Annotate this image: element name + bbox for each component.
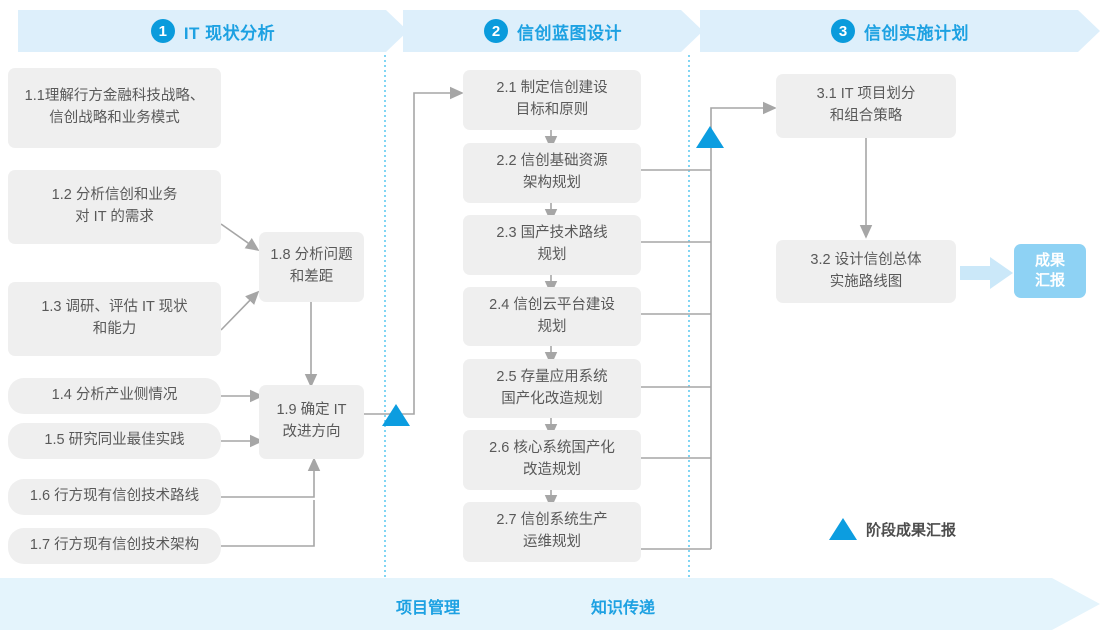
process-box-2-6[interactable]: 2.6 核心系统国产化改造规划: [463, 430, 641, 490]
phase-title: IT 现状分析: [183, 23, 276, 43]
process-box-3-1[interactable]: 3.1 IT 项目划分和组合策略: [776, 74, 956, 138]
wire-1-6-to-1-9: [221, 457, 321, 498]
process-box-1-7[interactable]: 1.7 行方现有信创技术架构: [8, 528, 221, 564]
process-box-1-5[interactable]: 1.5 研究同业最佳实践: [8, 423, 221, 459]
phase-number: 2: [484, 19, 508, 43]
phase-title: 信创蓝图设计: [517, 23, 622, 43]
wire-1-2-to-1-8: [220, 223, 260, 252]
wire-1-7-to-1-9: [221, 500, 315, 547]
lane-label-knowledge-transfer: 知识传递: [591, 600, 656, 617]
milestone-triangle-phase1: [382, 404, 410, 426]
fat-arrow-to-result: [960, 257, 1013, 289]
wire-1-9-to-2-1: [362, 86, 464, 415]
process-box-2-7[interactable]: 2.7 信创系统生产运维规划: [463, 502, 641, 562]
legend: 阶段成果汇报: [829, 518, 956, 540]
phase-banner-3: 3 信创实施计划: [700, 10, 1100, 52]
process-box-1-6[interactable]: 1.6 行方现有信创技术路线: [8, 479, 221, 515]
phase-title: 信创实施计划: [864, 23, 969, 43]
wire-1-3-to-1-8: [220, 290, 260, 331]
process-box-2-2[interactable]: 2.2 信创基础资源架构规划: [463, 143, 641, 203]
result-box[interactable]: 成果汇报: [1014, 244, 1086, 298]
process-box-2-3[interactable]: 2.3 国产技术路线规划: [463, 215, 641, 275]
phase-number: 1: [151, 19, 175, 43]
phase-banner-2: 2 信创蓝图设计: [403, 10, 703, 52]
process-box-1-8[interactable]: 1.8 分析问题和差距: [259, 232, 364, 302]
process-box-3-2[interactable]: 3.2 设计信创总体实施路线图: [776, 240, 956, 303]
milestone-triangle-phase2: [696, 126, 724, 148]
process-box-1-1[interactable]: 1.1理解行方金融科技战略、信创战略和业务模式: [8, 68, 221, 148]
process-box-1-3[interactable]: 1.3 调研、评估 IT 现状和能力: [8, 282, 221, 356]
legend-label: 阶段成果汇报: [866, 521, 957, 539]
bottom-lane: [0, 578, 1100, 630]
process-box-2-1[interactable]: 2.1 制定信创建设目标和原则: [463, 70, 641, 130]
process-box-1-4[interactable]: 1.4 分析产业侧情况: [8, 378, 221, 414]
phase-banner-1: 1 IT 现状分析: [18, 10, 408, 52]
phase-number: 3: [831, 19, 855, 43]
process-box-2-4[interactable]: 2.4 信创云平台建设规划: [463, 287, 641, 346]
process-box-2-5[interactable]: 2.5 存量应用系统国产化改造规划: [463, 359, 641, 418]
triangle-icon: [829, 518, 857, 540]
process-box-1-2[interactable]: 1.2 分析信创和业务对 IT 的需求: [8, 170, 221, 244]
lane-label-project-management: 项目管理: [396, 600, 461, 617]
